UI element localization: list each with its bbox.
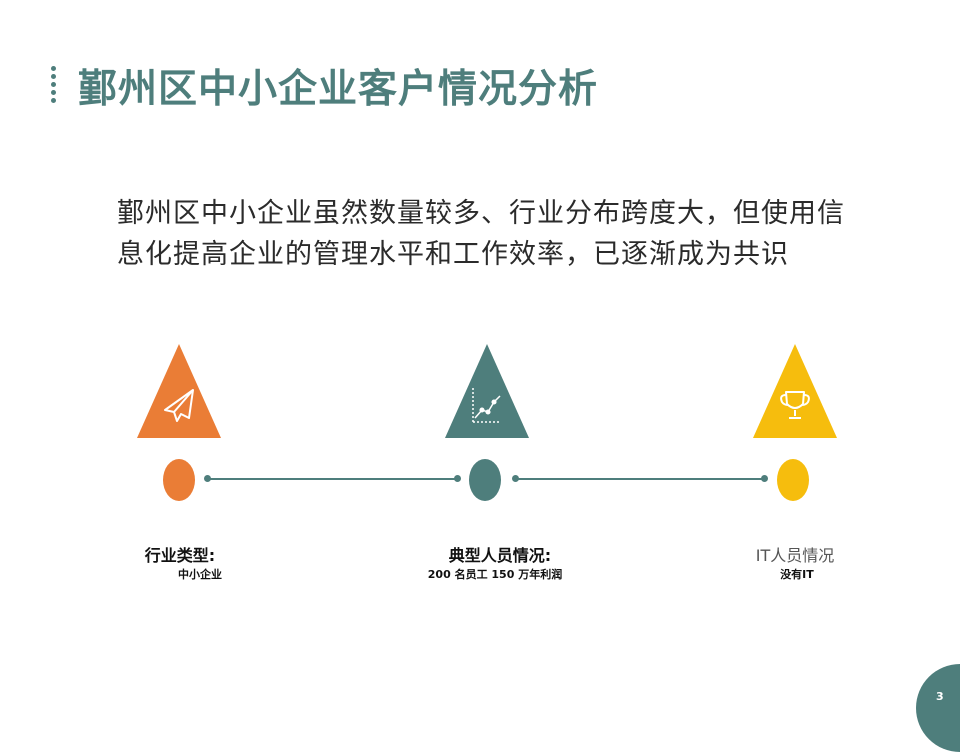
item-3-detail: 没有IT <box>780 568 814 581</box>
item-1-title: 行业类型: <box>144 546 216 565</box>
circle-item-1 <box>163 459 195 501</box>
circle-item-3 <box>777 459 809 501</box>
triangle-item-2 <box>445 344 529 438</box>
title-dots-decoration <box>51 66 57 106</box>
page-number: 3 <box>936 690 944 703</box>
item-3-title: IT人员情况 <box>755 546 835 565</box>
triangle-item-1 <box>137 344 221 438</box>
page-number-badge <box>916 664 960 752</box>
connector-dot <box>761 475 768 482</box>
connector-line-2 <box>516 478 763 480</box>
triangle-item-3 <box>753 344 837 438</box>
connector-line-1 <box>209 478 456 480</box>
circle-item-2 <box>469 459 501 501</box>
connector-dot <box>454 475 461 482</box>
timeline: 行业类型: 中小企业 典型人员情况: 200 名员工 150 万年利润 IT人员… <box>0 330 960 610</box>
item-2-title: 典型人员情况: <box>448 546 552 565</box>
connector-dot <box>204 475 211 482</box>
slide-title: 鄞州区中小企业客户情况分析 <box>78 67 599 112</box>
paper-plane-icon <box>164 389 194 422</box>
trophy-icon <box>780 391 810 419</box>
growth-chart-icon <box>472 388 501 423</box>
connector-dot <box>512 475 519 482</box>
body-text: 鄞州区中小企业虽然数量较多、行业分布跨度大，但使用信息化提高企业的管理水平和工作… <box>117 198 845 270</box>
item-2-detail: 200 名员工 150 万年利润 <box>427 568 563 581</box>
item-1-detail: 中小企业 <box>178 568 222 581</box>
